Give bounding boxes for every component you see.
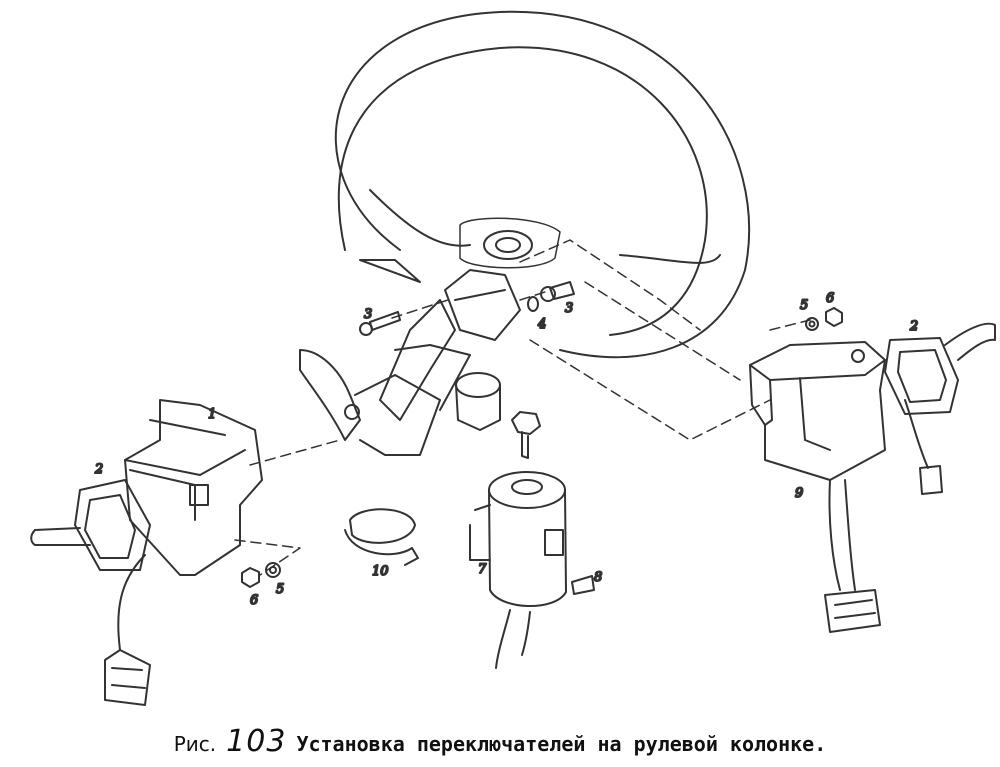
washer-5-left [265,562,281,578]
washer-4 [527,296,539,312]
callout-7: 7 [478,562,487,577]
callout-1: 1 [208,407,216,422]
callout-3-left: 3 [364,307,372,322]
steering-wheel [334,10,750,359]
callout-5-left: 5 [276,582,284,597]
nut-6-left [241,567,260,588]
callout-8: 8 [594,570,602,585]
right-grommet [884,322,996,415]
callout-5-right: 5 [800,298,808,313]
left-switch [124,399,263,576]
left-wire-harness [104,554,151,706]
callout-3-right: 3 [565,301,573,316]
right-wire-harness [824,399,943,633]
figure-caption: Рис. 103 Установка переключателей на рул… [0,724,1000,767]
callout-2-left: 2 [94,462,103,477]
callout-6-left: 6 [250,593,258,608]
callout-4: 4 [537,317,546,332]
caption-text: Установка переключателей на рулевой коло… [296,732,827,756]
ignition-lock [469,471,567,669]
steering-column-diagram: 1 2 2 3 3 4 5 5 6 6 7 8 9 10 [30,10,996,706]
wheel-hub [483,230,533,260]
callout-9: 9 [795,486,803,501]
ignition-key [511,411,541,459]
screw-3-left [359,311,401,336]
screw-3-right [540,281,575,302]
washer-5-right [805,317,819,331]
nut-6-right [825,307,843,327]
hose-clamp [344,508,419,566]
callout-6-right: 6 [826,291,834,306]
caption-prefix: Рис. [173,732,217,756]
callout-10: 10 [372,564,389,579]
left-grommet [30,479,151,571]
callout-2-right: 2 [909,319,918,334]
assembly-lines [234,239,811,576]
steering-column-bracket [299,269,521,456]
caption-number: 103 [226,724,287,759]
right-switch [749,341,886,481]
lock-screw-8 [571,575,595,595]
